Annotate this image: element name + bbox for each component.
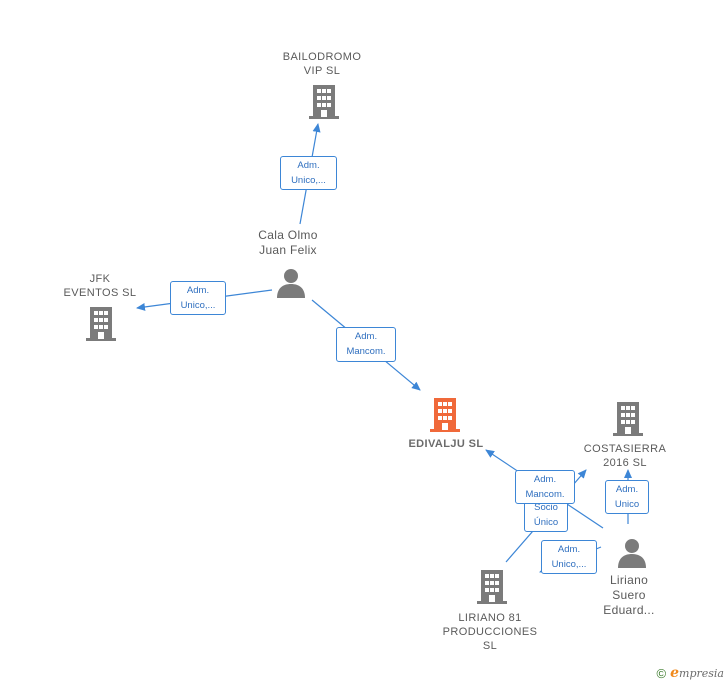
footer-brand[interactable]: © empresia [657, 665, 724, 681]
node-label-bailodromo[interactable]: BAILODROMO VIP SL [282, 51, 362, 77]
edge-label-cala-bailodromo[interactable]: Adm. Unico,... [280, 156, 337, 190]
node-label-edivalju[interactable]: EDIVALJU SL [408, 438, 484, 450]
node-label-liriano-suero[interactable]: Liriano Suero Eduard... [603, 573, 655, 617]
person-icon [277, 269, 305, 298]
brand-logo: empresia [670, 665, 724, 681]
building-icon [309, 85, 339, 119]
edge-label-cala-edivalju[interactable]: Adm. Mancom. [336, 327, 396, 362]
building-icon [477, 570, 507, 604]
building-icon [613, 402, 643, 436]
node-label-jfk[interactable]: JFK EVENTOS SL [63, 273, 137, 299]
building-icon [430, 398, 460, 432]
edge-label-liriano-liriano81[interactable]: Adm. Unico,... [541, 540, 597, 574]
building-icon [86, 307, 116, 341]
copyright-icon: © [656, 665, 667, 681]
node-label-cala-olmo[interactable]: Cala Olmo Juan Felix [258, 228, 318, 257]
node-label-costasierra[interactable]: COSTASIERRA 2016 SL [583, 443, 667, 469]
edge-label-liriano-costasierra[interactable]: Adm. Unico [605, 480, 649, 514]
person-icon [618, 539, 646, 568]
edge-label-liriano-edivalju[interactable]: Adm. Mancom. [515, 470, 575, 504]
edge-label-cala-jfk[interactable]: Adm. Unico,... [170, 281, 226, 315]
node-label-liriano81[interactable]: LIRIANO 81 PRODUCCIONES SL [442, 612, 538, 652]
